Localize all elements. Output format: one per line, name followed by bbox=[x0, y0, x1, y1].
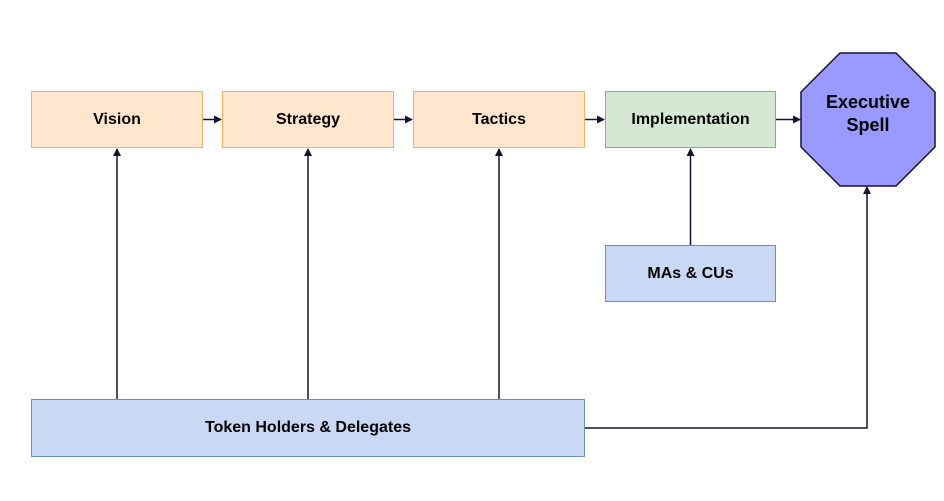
node-token-holders-label: Token Holders & Delegates bbox=[205, 419, 411, 436]
edge-holders-executive-spell bbox=[585, 186, 871, 429]
node-vision-label: Vision bbox=[93, 110, 141, 128]
executive-spell-label-line2: Spell bbox=[846, 114, 890, 135]
node-mas-cus-label: MAs & CUs bbox=[647, 264, 734, 282]
node-tactics-label: Tactics bbox=[472, 110, 526, 128]
node-strategy-label: Strategy bbox=[275, 110, 341, 128]
node-token-holders[interactable]: Token Holders & Delegates bbox=[31, 399, 585, 457]
node-implementation-label: Implementation bbox=[631, 110, 750, 128]
node-strategy[interactable]: Strategy bbox=[222, 91, 394, 148]
executive-spell-label: Executive Spell bbox=[801, 53, 935, 186]
node-tactics[interactable]: Tactics bbox=[413, 91, 585, 148]
executive-spell-label-line1: Executive bbox=[825, 92, 911, 112]
node-implementation[interactable]: Implementation bbox=[605, 91, 776, 148]
executive-spell-octagon[interactable] bbox=[800, 52, 936, 187]
node-vision[interactable]: Vision bbox=[31, 91, 203, 148]
node-mas-cus[interactable]: MAs & CUs bbox=[605, 245, 776, 302]
